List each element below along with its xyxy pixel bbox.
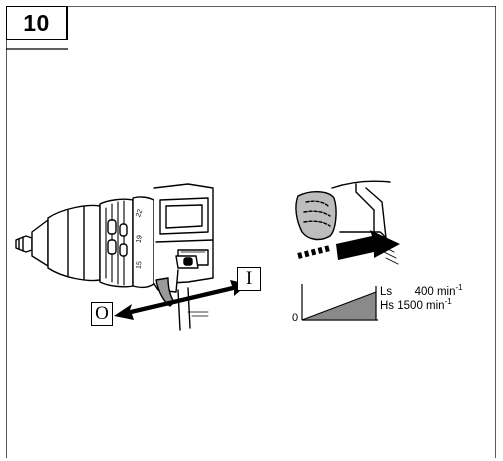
reverse-label: O — [91, 302, 113, 326]
figure-number-box: 10 — [6, 6, 68, 40]
high-speed-exponent: -1 — [444, 297, 452, 306]
speed-ramp-chart — [301, 284, 378, 321]
high-speed-label: Hs — [380, 299, 395, 312]
figure-number: 10 — [23, 9, 50, 36]
drill-illustration: 22 19 15 — [15, 183, 214, 331]
low-speed-row: Ls 400 min-1 — [380, 283, 463, 298]
svg-text:15: 15 — [136, 261, 144, 269]
direction-double-arrow — [114, 280, 248, 320]
forward-label: I — [237, 267, 261, 291]
high-speed-value: 1500 min — [397, 299, 445, 312]
low-speed-exponent: -1 — [455, 283, 463, 292]
high-speed-row: Hs 1500 min-1 — [380, 297, 452, 312]
low-speed-label: Ls — [380, 285, 393, 298]
svg-text:19: 19 — [136, 235, 144, 244]
chart-origin-label: 0 — [292, 312, 299, 324]
page-frame — [6, 6, 496, 458]
svg-text:22: 22 — [135, 208, 144, 218]
low-speed-value: 400 min — [414, 285, 456, 298]
gear-switch-illustration — [295, 180, 400, 265]
